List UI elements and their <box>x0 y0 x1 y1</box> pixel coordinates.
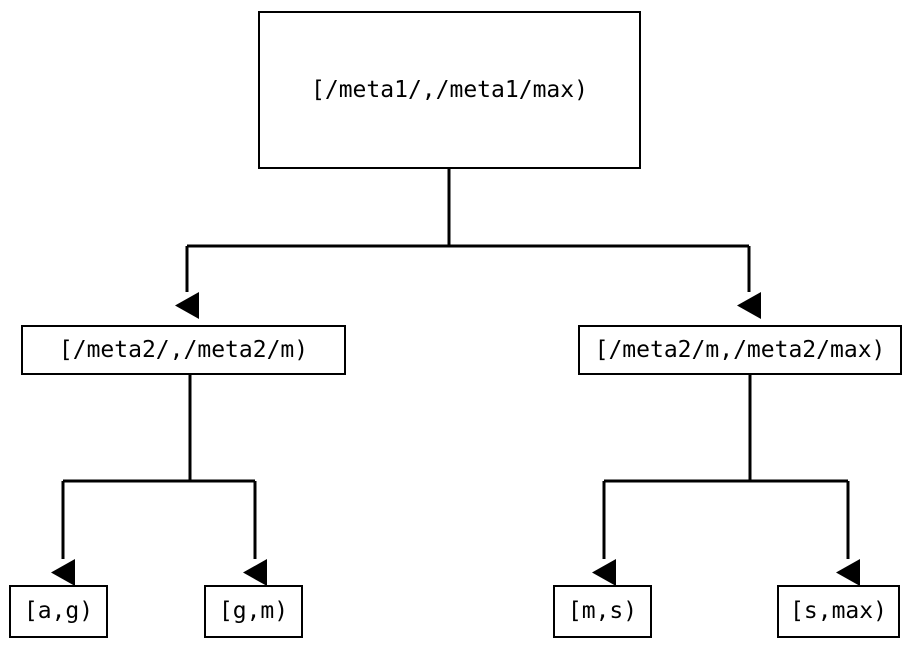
tree-node-mid-right[interactable]: [/meta2/m,/meta2/max) <box>578 325 902 375</box>
tree-node-leaf-smax-label: [s,max) <box>790 598 887 624</box>
tree-node-mid-left[interactable]: [/meta2/,/meta2/m) <box>21 325 346 375</box>
tree-node-leaf-gm[interactable]: [g,m) <box>204 585 303 638</box>
tree-node-root-label: [/meta1/,/meta1/max) <box>311 76 588 103</box>
tree-node-leaf-ms[interactable]: [m,s) <box>553 585 652 638</box>
tree-node-mid-right-label: [/meta2/m,/meta2/max) <box>594 336 886 363</box>
tree-node-root[interactable]: [/meta1/,/meta1/max) <box>258 11 641 169</box>
edge-root-to-mid-right <box>449 244 761 319</box>
tree-node-mid-left-label: [/meta2/,/meta2/m) <box>58 336 309 363</box>
edge-root-to-mid-left <box>175 169 451 319</box>
edge-mid-right-to-leaf-smax <box>750 479 860 586</box>
tree-node-leaf-ms-label: [m,s) <box>567 598 638 624</box>
edge-mid-left-to-leaf-gm <box>190 479 267 586</box>
tree-node-leaf-gm-label: [g,m) <box>218 598 289 624</box>
edge-mid-left-to-leaf-ag <box>51 375 192 586</box>
tree-node-leaf-ag[interactable]: [a,g) <box>9 585 108 638</box>
tree-node-leaf-ag-label: [a,g) <box>23 598 94 624</box>
tree-node-leaf-smax[interactable]: [s,max) <box>777 585 900 638</box>
edge-mid-right-to-leaf-ms <box>592 375 752 586</box>
